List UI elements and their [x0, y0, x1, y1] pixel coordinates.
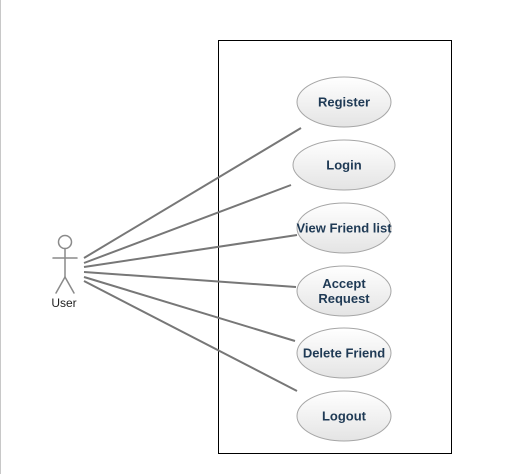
- use-case-label: Request: [318, 291, 370, 306]
- association-line-register: [83, 127, 302, 259]
- association-line-logout: [83, 280, 298, 392]
- use-case-label: Login: [326, 158, 361, 173]
- use-case-label: Accept: [322, 276, 366, 291]
- use-case-label: Delete Friend: [303, 346, 385, 361]
- use-case-delete-friend[interactable]: Delete Friend: [296, 327, 392, 379]
- use-case-label: Logout: [322, 409, 367, 424]
- association-line-login: [83, 184, 292, 264]
- association-line-view-friend-list: [83, 234, 298, 268]
- use-case-view-friend-list[interactable]: View Friend list: [296, 202, 392, 254]
- use-case-ellipse: [296, 265, 392, 317]
- use-case-ellipse: [296, 202, 392, 254]
- actor-user[interactable]: User: [51, 234, 78, 311]
- use-case-ellipse: [296, 76, 392, 128]
- use-case-register[interactable]: Register: [296, 76, 392, 128]
- stick-figure-icon: [52, 234, 78, 294]
- use-case-label: View Friend list: [296, 221, 392, 236]
- use-case-ellipse: [292, 139, 396, 191]
- actor-label: User: [51, 296, 76, 310]
- association-line-delete-friend: [83, 276, 296, 342]
- use-case-ellipse: [296, 327, 392, 379]
- use-case-label: Register: [318, 95, 370, 110]
- associations: [83, 127, 302, 392]
- use-case-logout[interactable]: Logout: [296, 390, 392, 442]
- association-line-accept-request: [83, 271, 297, 288]
- use-case-login[interactable]: Login: [292, 139, 396, 191]
- use-case-ellipse: [296, 390, 392, 442]
